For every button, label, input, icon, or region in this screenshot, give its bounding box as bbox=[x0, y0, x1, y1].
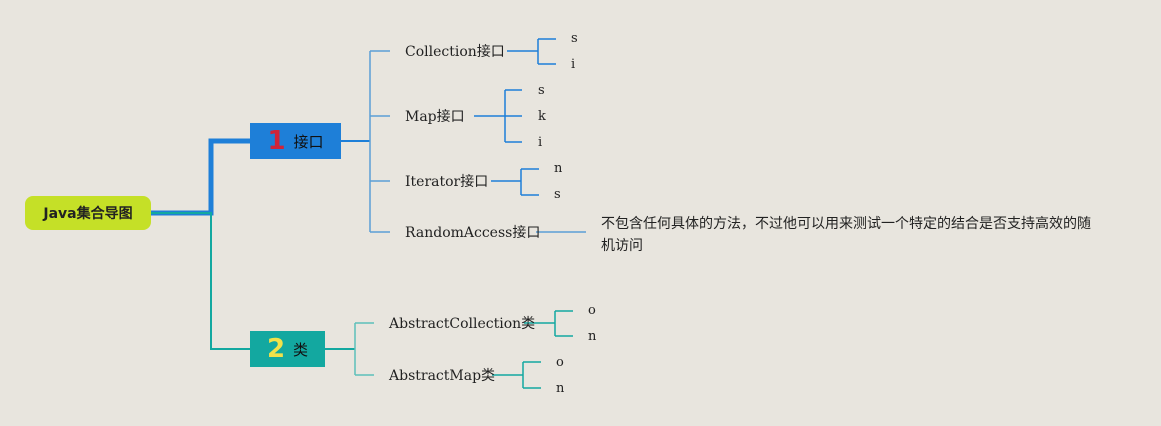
connector-root-interfaces bbox=[151, 138, 250, 216]
leaf-node[interactable]: i bbox=[538, 135, 543, 150]
node-abstractmap-class[interactable]: AbstractMap类 bbox=[389, 368, 496, 384]
leaf-node[interactable]: o bbox=[556, 355, 564, 370]
category-interfaces-node[interactable]: 1 接口 bbox=[250, 123, 341, 159]
category-label: 接口 bbox=[293, 132, 324, 151]
category-classes-node[interactable]: 2 类 bbox=[250, 331, 325, 367]
category-number: 1 bbox=[267, 126, 286, 156]
randomaccess-note: 不包含任何具体的方法，不过他可以用来测试一个特定的结合是否支持高效的随机访问 bbox=[601, 216, 1091, 254]
category-label: 类 bbox=[293, 340, 309, 359]
leaf-node[interactable]: o bbox=[588, 303, 596, 318]
node-randomaccess-interface[interactable]: RandomAccess接口 bbox=[405, 225, 541, 241]
root-node[interactable]: Java集合导图 bbox=[25, 196, 151, 230]
leaf-node[interactable]: s bbox=[554, 187, 561, 202]
leaf-node[interactable]: s bbox=[538, 83, 545, 98]
category-number: 2 bbox=[266, 334, 286, 364]
node-map-interface[interactable]: Map接口 bbox=[405, 109, 465, 125]
leaf-node[interactable]: k bbox=[538, 109, 546, 124]
leaf-node[interactable]: s bbox=[571, 31, 578, 46]
leaf-node[interactable]: n bbox=[588, 329, 597, 344]
node-collection-interface[interactable]: Collection接口 bbox=[405, 44, 505, 60]
leaf-node[interactable]: i bbox=[571, 57, 576, 72]
leaf-node[interactable]: n bbox=[554, 161, 563, 176]
node-abstractcollection-class[interactable]: AbstractCollection类 bbox=[389, 316, 536, 332]
node-iterator-interface[interactable]: Iterator接口 bbox=[405, 174, 489, 190]
root-label: Java集合导图 bbox=[43, 206, 133, 222]
leaf-node[interactable]: n bbox=[556, 381, 565, 396]
connector-root-classes bbox=[151, 212, 250, 350]
